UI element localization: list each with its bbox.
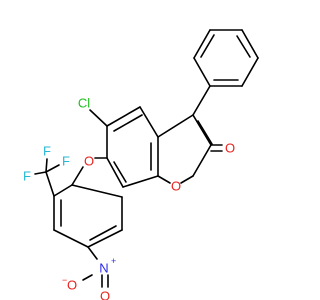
bond (236, 35, 251, 58)
fluorine-label: F (23, 169, 31, 184)
bond (53, 229, 89, 248)
bond (106, 157, 124, 188)
bond (193, 57, 211, 87)
bond-layer (34, 29, 259, 288)
atom-label-layer: Cl O O O F F F N + O − O (23, 96, 235, 300)
bond (157, 175, 171, 184)
bond (71, 184, 123, 198)
fluorine-label: F (62, 154, 70, 169)
bond (192, 85, 211, 116)
bond (157, 114, 194, 138)
bond (113, 114, 143, 132)
bond (89, 109, 108, 127)
bond (87, 246, 98, 260)
nitrogen-positive-charge: + (111, 256, 116, 266)
bond (87, 229, 123, 248)
chlorine-label: Cl (78, 96, 90, 111)
bond (34, 171, 47, 175)
bond (241, 57, 259, 87)
bond (71, 166, 84, 186)
bond (113, 161, 127, 183)
bond (193, 29, 211, 59)
bond (53, 184, 73, 197)
carbonyl-oxygen-label: O (225, 141, 235, 156)
bond (241, 29, 259, 59)
nitro-oxygen-label: O (67, 278, 77, 293)
bond (197, 120, 213, 145)
bond (200, 34, 215, 58)
bond (45, 164, 60, 173)
bond (45, 171, 55, 197)
bond (192, 114, 212, 146)
molecule-structure-diagram: Cl O O O F F F N + O − O (23, 29, 259, 300)
nitro-nitrogen-label: N (99, 261, 108, 276)
bond (139, 106, 159, 138)
bond (89, 225, 117, 241)
bond (45, 158, 48, 173)
bond (180, 175, 194, 184)
oxygen-negative-charge: − (62, 275, 67, 285)
fluorine-label: F (43, 144, 51, 159)
bond (192, 144, 212, 177)
bond (82, 274, 93, 281)
ring-oxygen-label: O (171, 179, 181, 194)
nitro-oxygen-label: O (100, 289, 110, 300)
bond (122, 175, 159, 188)
bond (106, 106, 141, 127)
ether-oxygen-label: O (84, 154, 94, 169)
